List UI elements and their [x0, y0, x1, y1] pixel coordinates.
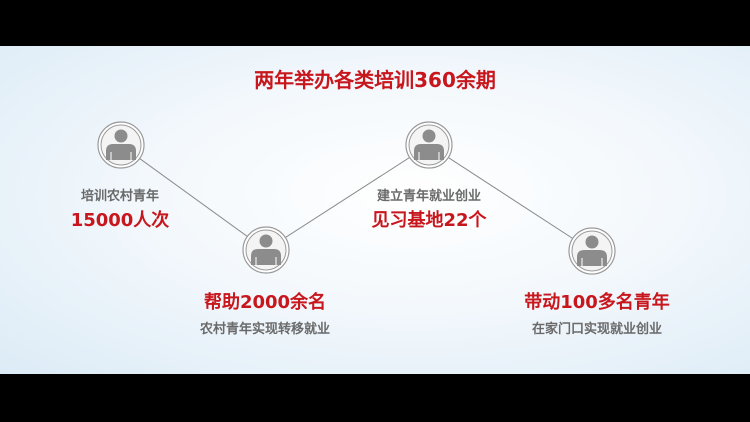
node-4-label: 在家门口实现就业创业 — [531, 322, 663, 337]
node-1-value: 15000人次 — [70, 210, 170, 231]
letterbox-bottom — [0, 374, 750, 422]
person-icon — [568, 227, 616, 275]
node-3-value: 见习基地22个 — [371, 210, 487, 231]
letterbox-top — [0, 0, 750, 46]
node-3-label: 建立青年就业创业 — [376, 189, 482, 204]
person-icon — [97, 121, 145, 169]
node-2-value: 帮助2000余名 — [203, 292, 327, 313]
node-1-label: 培训农村青年 — [80, 189, 160, 204]
connector-line — [120, 144, 593, 252]
person-icon — [242, 226, 290, 274]
slide-title: 两年举办各类培训360余期 — [254, 68, 496, 92]
node-4-value: 带动100多名青年 — [524, 292, 670, 313]
slide: 两年举办各类培训360余期 培训农村青年 15000人次 帮助2000余名 农村… — [0, 46, 750, 374]
person-icon — [405, 121, 453, 169]
node-2-label: 农村青年实现转移就业 — [199, 322, 331, 337]
connector-diagram — [97, 121, 616, 275]
